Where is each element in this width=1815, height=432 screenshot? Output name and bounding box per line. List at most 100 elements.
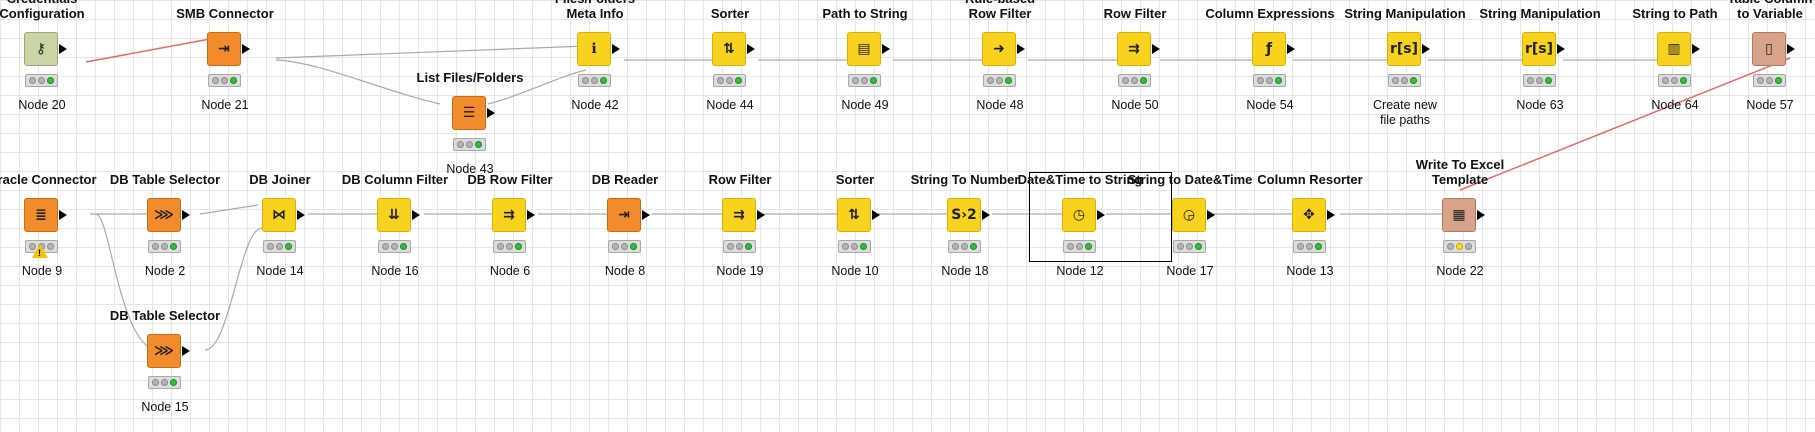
node-label[interactable]: Node 22	[1436, 264, 1484, 278]
node-icon[interactable]: ⇉	[722, 198, 756, 232]
output-port[interactable]	[1422, 44, 1430, 54]
node-12[interactable]: Date&Time to String◷Node 12	[1018, 170, 1143, 280]
node-icon[interactable]: ⋈	[262, 198, 296, 232]
node-43[interactable]: List Files/Folders☰Node 43	[410, 68, 530, 178]
output-port[interactable]	[1287, 44, 1295, 54]
output-port[interactable]	[642, 210, 650, 220]
output-port[interactable]	[59, 44, 67, 54]
node-icon[interactable]: r[s]	[1522, 32, 1556, 66]
node-label[interactable]: Node 20	[18, 98, 66, 112]
node-icon[interactable]: ≣	[24, 198, 58, 232]
node-icon[interactable]: ℹ	[577, 32, 611, 66]
node-label[interactable]: Node 49	[841, 98, 889, 112]
node-label[interactable]: Node 57	[1746, 98, 1794, 112]
node-44[interactable]: Sorter⇅Node 44	[670, 4, 790, 114]
node-16[interactable]: DB Column Filter⇊Node 16	[335, 170, 455, 280]
node-icon[interactable]: ✥	[1292, 198, 1326, 232]
node-icon[interactable]: S›2	[947, 198, 981, 232]
node-icon[interactable]: ⇊	[377, 198, 411, 232]
node-64[interactable]: String to Path▥Node 64	[1615, 4, 1735, 114]
node-label[interactable]: Node 63	[1516, 98, 1564, 112]
node-22[interactable]: Write To Excel Template▦Node 22	[1400, 157, 1520, 280]
output-port[interactable]	[1787, 44, 1795, 54]
node-icon[interactable]: ⇥	[207, 32, 241, 66]
node-label[interactable]: Node 13	[1286, 264, 1334, 278]
output-port[interactable]	[527, 210, 535, 220]
output-port[interactable]	[412, 210, 420, 220]
node-label[interactable]: Node 2	[144, 264, 186, 278]
node-label[interactable]: Node 43	[446, 162, 494, 176]
node-label[interactable]: Node 12	[1056, 264, 1104, 278]
node-icon[interactable]: ➜	[982, 32, 1016, 66]
node-label[interactable]: Node 50	[1111, 98, 1159, 112]
output-port[interactable]	[612, 44, 620, 54]
node-label[interactable]: Node 6	[489, 264, 531, 278]
node-icon[interactable]: ⋙	[147, 198, 181, 232]
node-6[interactable]: DB Row Filter⇉Node 6	[450, 170, 570, 280]
node-icon[interactable]: ⇅	[837, 198, 871, 232]
node-49[interactable]: Path to String▤Node 49	[805, 4, 925, 114]
node-icon[interactable]: ◶	[1172, 198, 1206, 232]
node-label[interactable]: Node 18	[941, 264, 989, 278]
output-port[interactable]	[747, 44, 755, 54]
node-14[interactable]: DB Joiner⋈Node 14	[220, 170, 340, 280]
node-label[interactable]: Node 8	[604, 264, 646, 278]
output-port[interactable]	[487, 108, 495, 118]
node-icon[interactable]: ⇥	[607, 198, 641, 232]
node-label[interactable]: Node 42	[571, 98, 619, 112]
node-icon[interactable]: ⇉	[492, 198, 526, 232]
node-label[interactable]: Node 10	[831, 264, 879, 278]
node-icon[interactable]: ▯	[1752, 32, 1786, 66]
node-20[interactable]: Credentials Configuration⚷Node 20	[0, 0, 102, 114]
output-port[interactable]	[1477, 210, 1485, 220]
node-icon[interactable]: ⇅	[712, 32, 746, 66]
node-icon[interactable]: ⇉	[1117, 32, 1151, 66]
node-8[interactable]: DB Reader⇥Node 8	[565, 170, 685, 280]
node-13[interactable]: Column Resorter✥Node 13	[1250, 170, 1370, 280]
node-label[interactable]: Node 44	[706, 98, 754, 112]
output-port[interactable]	[982, 210, 990, 220]
output-port[interactable]	[1692, 44, 1700, 54]
node-17[interactable]: String to Date&Time◶Node 17	[1128, 170, 1253, 280]
node-21[interactable]: SMB Connector⇥Node 21	[165, 4, 285, 114]
node-icon[interactable]: ⚷	[24, 32, 58, 66]
node-icon[interactable]: r[s]	[1387, 32, 1421, 66]
node-15[interactable]: DB Table Selector⋙Node 15	[105, 306, 225, 416]
node-10[interactable]: Sorter⇅Node 10	[795, 170, 915, 280]
node-icon[interactable]: ◷	[1062, 198, 1096, 232]
node-label[interactable]: Node 16	[371, 264, 419, 278]
output-port[interactable]	[1097, 210, 1105, 220]
node-label[interactable]: Node 64	[1651, 98, 1699, 112]
node-icon[interactable]: ▥	[1657, 32, 1691, 66]
node-label[interactable]: Node 21	[201, 98, 249, 112]
node-50[interactable]: Row Filter⇉Node 50	[1075, 4, 1195, 114]
node-label[interactable]: Create new file paths	[1373, 98, 1437, 127]
node-icon[interactable]: ƒ	[1252, 32, 1286, 66]
output-port[interactable]	[882, 44, 890, 54]
node-icon[interactable]: ▦	[1442, 198, 1476, 232]
output-port[interactable]	[872, 210, 880, 220]
node-label[interactable]: Node 14	[256, 264, 304, 278]
node-label[interactable]: Node 54	[1246, 98, 1294, 112]
node-57[interactable]: Table Column to Variable▯Node 57	[1710, 0, 1815, 114]
output-port[interactable]	[242, 44, 250, 54]
output-port[interactable]	[757, 210, 765, 220]
node-icon[interactable]: ☰	[452, 96, 486, 130]
node-icon[interactable]: ⋙	[147, 334, 181, 368]
output-port[interactable]	[297, 210, 305, 220]
output-port[interactable]	[1327, 210, 1335, 220]
output-port[interactable]	[182, 210, 190, 220]
node-19[interactable]: Row Filter⇉Node 19	[680, 170, 800, 280]
output-port[interactable]	[1557, 44, 1565, 54]
output-port[interactable]	[59, 210, 67, 220]
node-label[interactable]: Node 9	[21, 264, 63, 278]
node-label[interactable]: Node 15	[141, 400, 189, 414]
node-label[interactable]: Node 48	[976, 98, 1024, 112]
output-port[interactable]	[182, 346, 190, 356]
